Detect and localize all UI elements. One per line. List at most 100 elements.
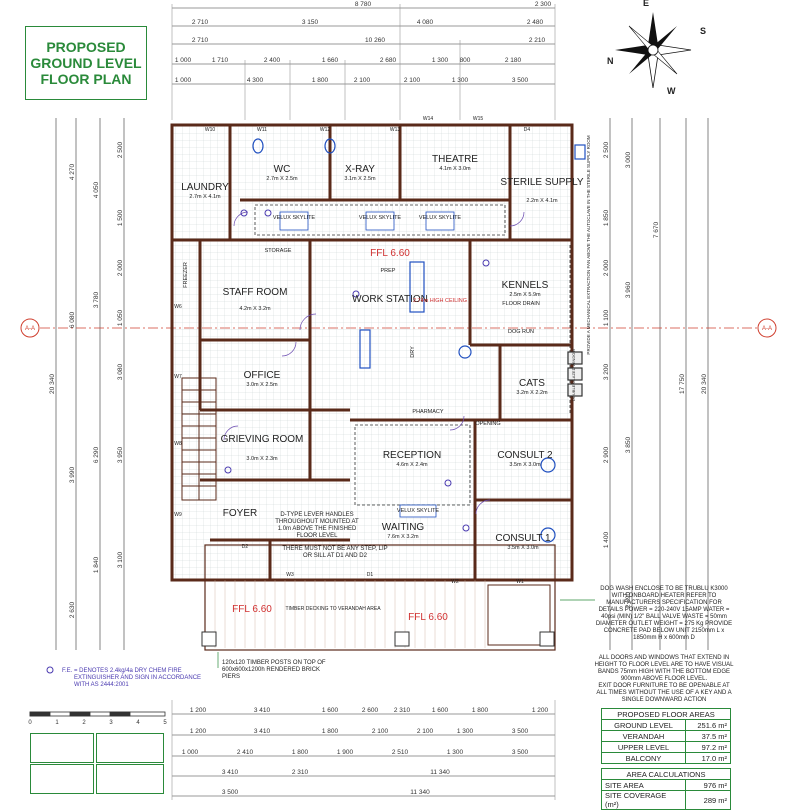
dim-left-c4-1: 1 500 [117,209,124,226]
left-dim-text: 20 340 4 270 6 080 3 990 2 630 4 050 3 7… [49,141,124,618]
dim-bot-r1-3: 2 600 [362,707,379,714]
label-w11: W11 [257,127,267,133]
right-dimension-lines [609,118,709,650]
scale-bar [29,711,166,717]
room-kennels-name: KENNELS [502,280,549,291]
room-laundry-name: LAUNDRY [181,182,229,193]
areas-header: PROPOSED FLOOR AREAS [601,708,731,720]
note-dogwash: DOG WASH ENCLOSE TO BE TRUBLU K3000 WITH… [595,586,733,641]
note-glazed: DOUBLE GLAZED WINDOW [571,349,576,401]
dim-right-c4-0: 2 500 [603,141,610,158]
room-consult1-name: CONSULT 1 [495,533,551,544]
room-reception-size: 4.6m X 2.4m [396,462,428,468]
dim-top-r2-0: 2 710 [192,19,209,26]
label-w10: W10 [205,127,216,133]
dim-top-r4-0: 1 000 [175,57,192,64]
label-w15: W15 [473,116,484,122]
room-wc-size: 2.7m X 2.5m [266,176,298,182]
left-dimension-lines [55,118,125,650]
section-marker-text: A-A A-A [25,326,772,332]
label-w9: W9 [174,512,182,518]
scale-3: 3 [109,720,113,726]
dim-left-c3-2: 6 290 [93,446,100,463]
dim-bot-r1-4: 2 310 [394,707,411,714]
stairs [181,377,217,501]
dim-top-r4-7: 2 180 [505,57,522,64]
label-w8: W8 [174,441,182,447]
label-opening: OPENING [475,421,500,427]
plan-annotations: TIMBER DECKING TO VERANDAH AREA PROVIDE … [285,135,591,612]
verandah-outline [204,544,556,651]
fire-extinguisher-marks [46,209,490,674]
label-w13: W13 [390,127,401,133]
dim-right-c3-1: 17 750 [679,374,686,394]
dim-left-c4-6: 3 100 [117,551,124,568]
dim-left-c2-0: 4 270 [69,163,76,180]
dim-left-c1-0: 20 340 [49,374,56,394]
small-note-box-1 [30,733,94,763]
room-wc-name: WC [274,164,291,175]
dim-top-r3-0: 2 710 [192,37,209,44]
legend-symbol: F.E. [62,668,73,674]
title-line-1: PROPOSED [46,39,126,55]
dim-bot-r3-5: 1 300 [447,749,464,756]
label-prep: PREP [381,268,396,274]
dim-bot-r2-4: 2 100 [417,728,434,735]
dim-top-r1-1: 2 300 [535,1,552,8]
label-freezer: FREEZER [183,262,189,288]
dim-bot-r2-2: 1 800 [322,728,339,735]
title-line-2: GROUND LEVEL [30,55,142,71]
dim-top-r2-1: 3 150 [302,19,319,26]
scale-4: 4 [136,720,140,726]
ffl-lower-mid: FFL 6.60 [408,612,448,623]
dim-right-c4-5: 2 900 [603,446,610,463]
dim-left-c2-1: 6 080 [69,311,76,328]
label-velux-1: VELUX SKYLITE [273,215,316,221]
room-xray-name: X-RAY [345,164,375,175]
note-posts: 120x120 TIMBER POSTS ON TOP OF 600x600x1… [222,660,326,680]
dim-right-c2-1: 3 960 [625,281,632,298]
dim-top-r5-3: 2 100 [354,77,371,84]
compass-rose [615,12,692,89]
dim-top-r3-1: 10 260 [365,37,385,44]
room-staff-size: 4.2m X 3.2m [239,306,271,312]
scale-labels: 0 1 2 3 4 5 [28,720,167,726]
compass-e: E [643,0,650,8]
room-grieving-size: 3.0m X 2.3m [246,456,278,462]
dim-right-c2-2: 3 850 [625,436,632,453]
dim-bot-r4-1: 2 310 [292,769,309,776]
room-labels: WC 2.7m X 2.5m X-RAY 3.1m X 2.5m THEATRE… [181,154,584,551]
label-velux-3: VELUX SKYLITE [419,215,462,221]
dim-top-r5-5: 1 300 [452,77,469,84]
door-swings [223,211,525,515]
label-w7: W7 [174,374,182,380]
skylights [279,211,455,518]
label-w1: W1 [516,579,524,585]
room-theatre-size: 4.1m X 3.0m [439,166,471,172]
dim-bot-r1-0: 1 200 [190,707,207,714]
dim-left-c2-3: 2 630 [69,601,76,618]
dim-top-r2-3: 2 480 [527,19,544,26]
section-marker-left: A-A [25,326,35,332]
dim-left-c4-5: 3 950 [117,446,124,463]
dim-right-c4-4: 3 200 [603,363,610,380]
dim-right-c2-3: 2 690 [625,591,632,608]
compass-w: W [667,86,676,96]
room-office-name: OFFICE [244,370,281,381]
room-consult2-size: 3.5m X 3.0m [509,462,541,468]
room-consult1-size: 3.5m X 3.0m [507,545,539,551]
room-theatre-name: THEATRE [432,154,478,165]
label-dog-run: DOG RUN [508,329,534,335]
label-d1: D1 [367,572,374,578]
leader-lines [217,599,595,668]
legend-description: = DENOTES 2.4kg/4a DRY CHEM FIRE EXTINGU… [74,668,202,688]
label-w2: W2 [451,579,459,585]
dim-bot-r2-6: 3 500 [512,728,529,735]
scale-0: 0 [28,720,32,726]
title-line-3: FLOOR PLAN [40,71,132,87]
room-staff-name: STAFF ROOM [223,287,288,298]
